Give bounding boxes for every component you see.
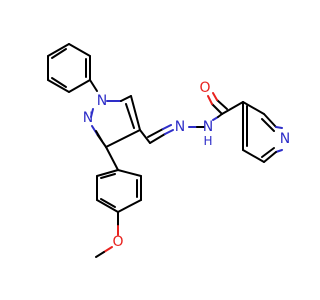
pyrazole-n2-label: N: [83, 110, 93, 126]
pyrazole-n1-label: N: [97, 93, 107, 109]
molecule-structure: N N N N H O N O: [47, 43, 291, 258]
methoxyphenyl-ring: [95, 146, 142, 258]
carbonyl-o-label: O: [199, 80, 210, 96]
imine-n-label: N: [175, 119, 185, 135]
phenyl-ring: [47, 43, 91, 93]
phenyl-n1-bond: [89, 79, 98, 92]
pyridine-ring: [242, 101, 283, 163]
molecule-svg: N N N N H O N O: [47, 43, 290, 258]
amide-h-label: H: [203, 134, 212, 148]
pyrazole-ring: [90, 95, 141, 148]
methoxy-o-label: O: [112, 234, 123, 250]
pyridine-n-label: N: [280, 131, 290, 147]
hydrazone-linker: [139, 124, 205, 144]
amide-n-label: N: [203, 119, 213, 135]
amide-group: [207, 92, 244, 121]
